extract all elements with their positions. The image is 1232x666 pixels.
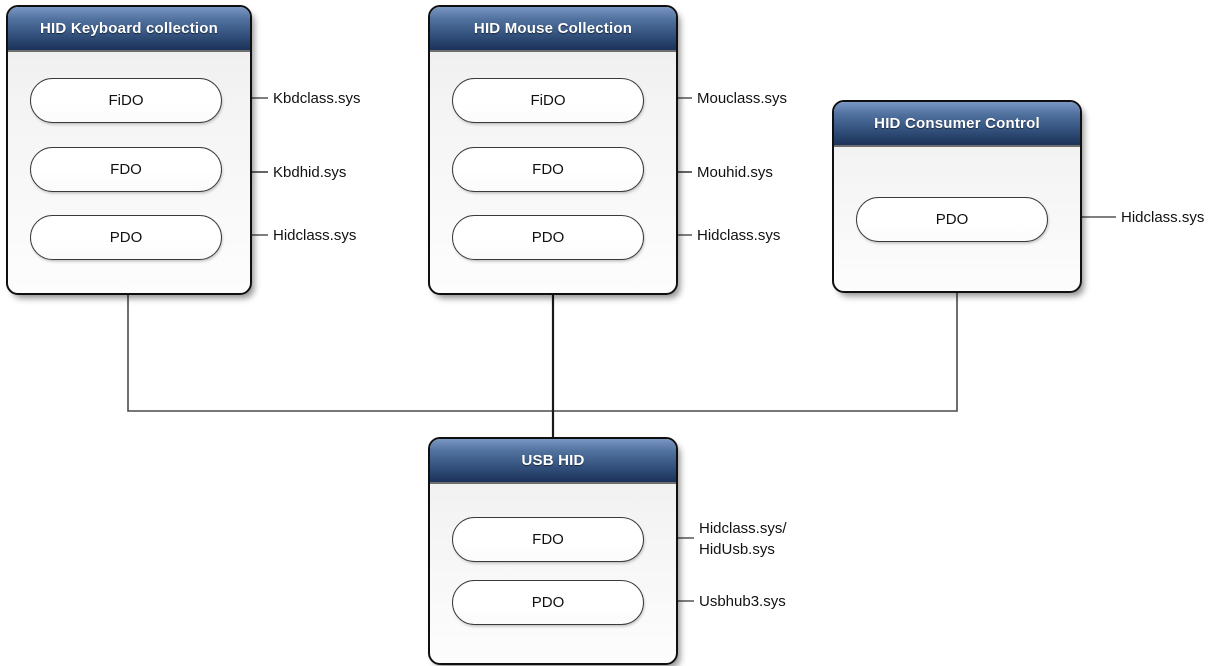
driver-label-mouhid: Mouhid.sys (697, 164, 773, 181)
layer-label: PDO (531, 594, 565, 611)
layer-label: FiDO (530, 92, 566, 109)
node-body-hid-consumer-control: PDO (834, 147, 1080, 291)
layer-capsule-pdo-consumer[interactable]: PDO (856, 197, 1048, 242)
layer-capsule-pdo-mouse[interactable]: PDO (452, 215, 644, 260)
node-title-usb-hid: USB HID (430, 439, 676, 484)
layer-capsule-pdo-keyboard[interactable]: PDO (30, 215, 222, 260)
node-usb-hid[interactable]: USB HID FDO PDO (428, 437, 678, 665)
node-body-hid-keyboard-collection: FiDO FDO PDO (8, 52, 250, 293)
layer-label: PDO (109, 229, 143, 246)
layer-label: FDO (110, 161, 142, 178)
node-body-usb-hid: FDO PDO (430, 484, 676, 663)
node-title-hid-mouse-collection: HID Mouse Collection (430, 7, 676, 52)
node-hid-keyboard-collection[interactable]: HID Keyboard collection FiDO FDO PDO (6, 5, 252, 295)
layer-capsule-fdo-keyboard[interactable]: FDO (30, 147, 222, 192)
layer-capsule-fido-keyboard[interactable]: FiDO (30, 78, 222, 123)
layer-capsule-pdo-usbhid[interactable]: PDO (452, 580, 644, 625)
driver-label-kbdhid: Kbdhid.sys (273, 164, 347, 181)
driver-label-hidclass-keyboard: Hidclass.sys (273, 227, 357, 244)
node-body-hid-mouse-collection: FiDO FDO PDO (430, 52, 676, 293)
node-title-hid-keyboard-collection: HID Keyboard collection (8, 7, 250, 52)
driver-label-hidclass-hidusb: Hidclass.sys/ HidUsb.sys (699, 520, 787, 558)
driver-label-kbdclass: Kbdclass.sys (273, 90, 361, 107)
node-hid-consumer-control[interactable]: HID Consumer Control PDO (832, 100, 1082, 293)
connector-keyboard-to-usbhid (127, 295, 553, 412)
layer-label: FDO (532, 161, 564, 178)
driver-label-mouclass: Mouclass.sys (697, 90, 788, 107)
layer-label: PDO (935, 211, 969, 228)
node-hid-mouse-collection[interactable]: HID Mouse Collection FiDO FDO PDO (428, 5, 678, 295)
layer-capsule-fdo-usbhid[interactable]: FDO (452, 517, 644, 562)
layer-label: FiDO (108, 92, 144, 109)
connector-consumer-to-usbhid (553, 293, 958, 412)
layer-label: PDO (531, 229, 565, 246)
layer-label: FDO (532, 531, 564, 548)
node-title-hid-consumer-control: HID Consumer Control (834, 102, 1080, 147)
driver-label-hidclass-mouse: Hidclass.sys (697, 227, 781, 244)
layer-capsule-fido-mouse[interactable]: FiDO (452, 78, 644, 123)
layer-capsule-fdo-mouse[interactable]: FDO (452, 147, 644, 192)
driver-label-hidclass-consumer: Hidclass.sys (1121, 209, 1205, 226)
driver-label-usbhub3: Usbhub3.sys (699, 593, 786, 610)
